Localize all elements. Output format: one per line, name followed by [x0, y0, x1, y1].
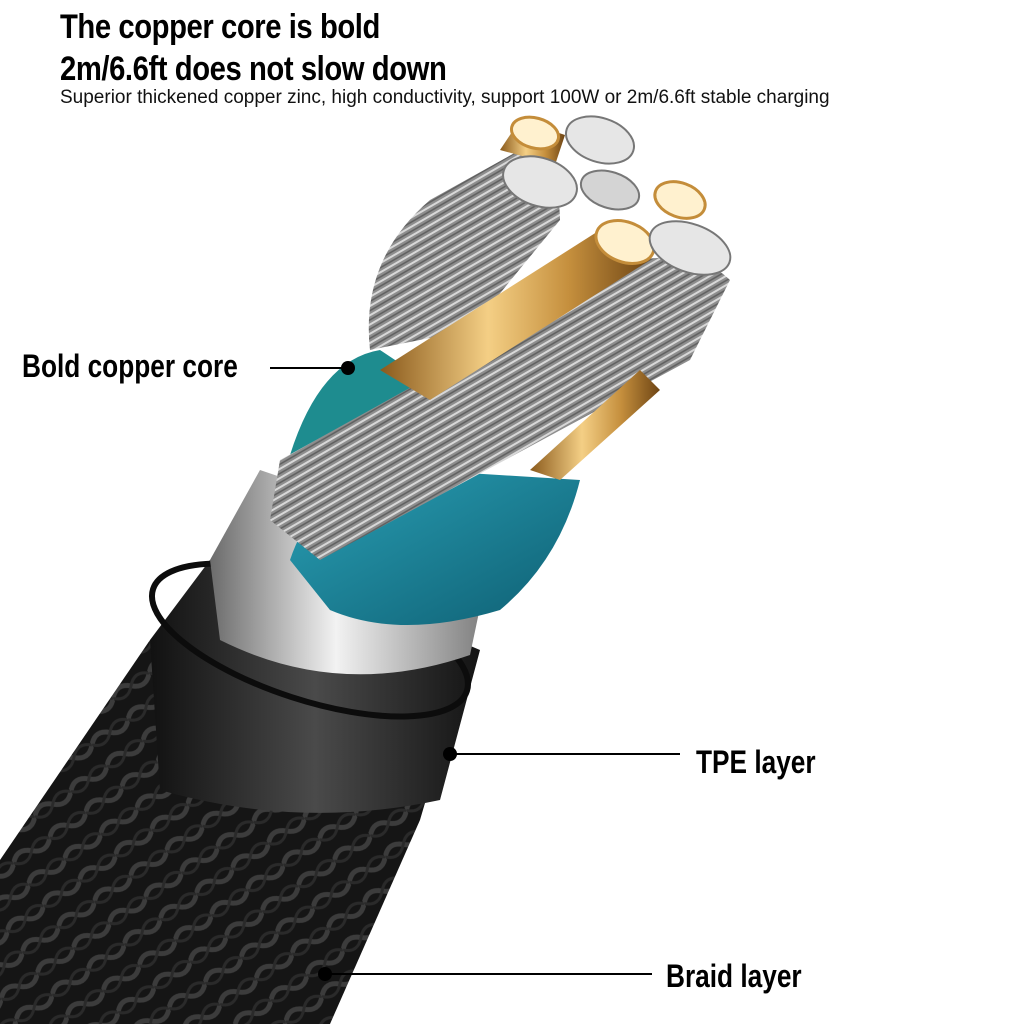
callout-bold-copper-core: Bold copper core	[22, 348, 238, 384]
copper-conductor-main	[380, 230, 650, 400]
tinned-strand-bundle-upper	[368, 150, 560, 350]
headline-line-2: 2m/6.6ft does not slow down	[60, 50, 447, 88]
tpe-leader-dot	[443, 747, 457, 761]
tinned-strand-bundle	[270, 257, 730, 560]
braid-leader-dot	[318, 967, 332, 981]
callout-tpe-layer: TPE layer	[696, 744, 816, 780]
copper-conductor-back	[530, 370, 660, 480]
callout-braid-layer: Braid layer	[666, 958, 802, 994]
core-leader-dot	[341, 361, 355, 375]
subtitle: Superior thickened copper zinc, high con…	[60, 87, 830, 108]
headline-line-1: The copper core is bold	[60, 8, 380, 46]
